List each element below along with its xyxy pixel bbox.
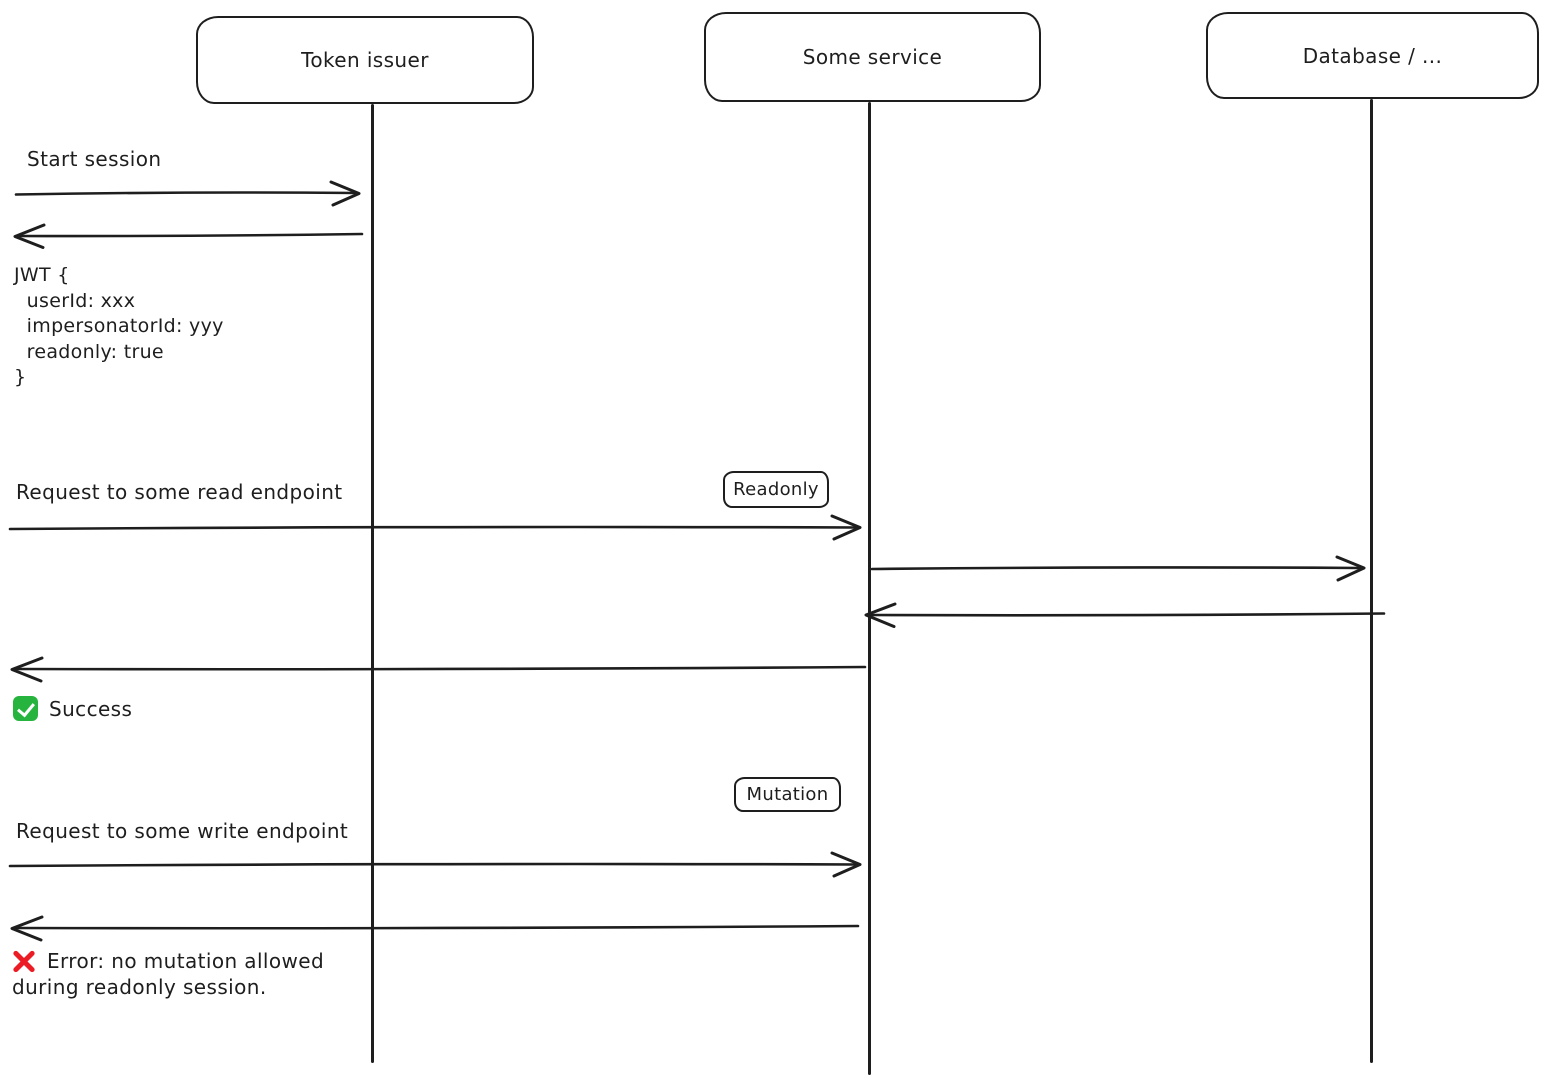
- arrow-write-request: [8, 851, 862, 878]
- status-success-label: Success: [49, 696, 133, 721]
- actor-label-some-service: Some service: [802, 45, 943, 69]
- badge-readonly-label: Readonly: [733, 479, 819, 500]
- lifeline-token-issuer: [371, 104, 374, 1063]
- label-jwt-payload: JWT { userId: xxx impersonatorId: yyy re…: [14, 264, 224, 388]
- cross-mark-icon: [12, 949, 36, 973]
- status-error-row1: Error: no mutation allowed: [12, 948, 324, 974]
- arrow-read-response: [10, 656, 867, 683]
- lifeline-database: [1370, 99, 1373, 1063]
- status-error: Error: no mutation allowed during readon…: [12, 948, 324, 1000]
- badge-mutation-label: Mutation: [746, 784, 829, 805]
- actor-box-token-issuer: Token issuer: [196, 16, 534, 104]
- label-write-request: Request to some write endpoint: [16, 819, 349, 843]
- arrow-service-to-database: [870, 555, 1366, 582]
- status-error-line2: during readonly session.: [12, 975, 267, 999]
- actor-box-some-service: Some service: [704, 12, 1041, 102]
- arrow-start-session-response: [13, 223, 364, 249]
- arrow-read-request: [8, 514, 862, 541]
- badge-readonly: Readonly: [723, 471, 829, 508]
- label-read-request: Request to some read endpoint: [16, 480, 343, 504]
- lifeline-some-service: [868, 102, 871, 1075]
- actor-label-token-issuer: Token issuer: [301, 48, 429, 72]
- actor-box-database: Database / ...: [1206, 12, 1539, 99]
- arrow-database-to-service: [864, 602, 1386, 628]
- arrow-start-session-request: [14, 180, 361, 207]
- label-start-session: Start session: [27, 147, 162, 171]
- actor-label-database: Database / ...: [1302, 43, 1443, 68]
- badge-mutation: Mutation: [734, 777, 841, 812]
- status-error-line1: Error: no mutation allowed: [47, 949, 325, 973]
- arrow-write-response: [10, 915, 860, 942]
- status-success: Success: [13, 696, 132, 721]
- check-badge-icon: [13, 696, 38, 721]
